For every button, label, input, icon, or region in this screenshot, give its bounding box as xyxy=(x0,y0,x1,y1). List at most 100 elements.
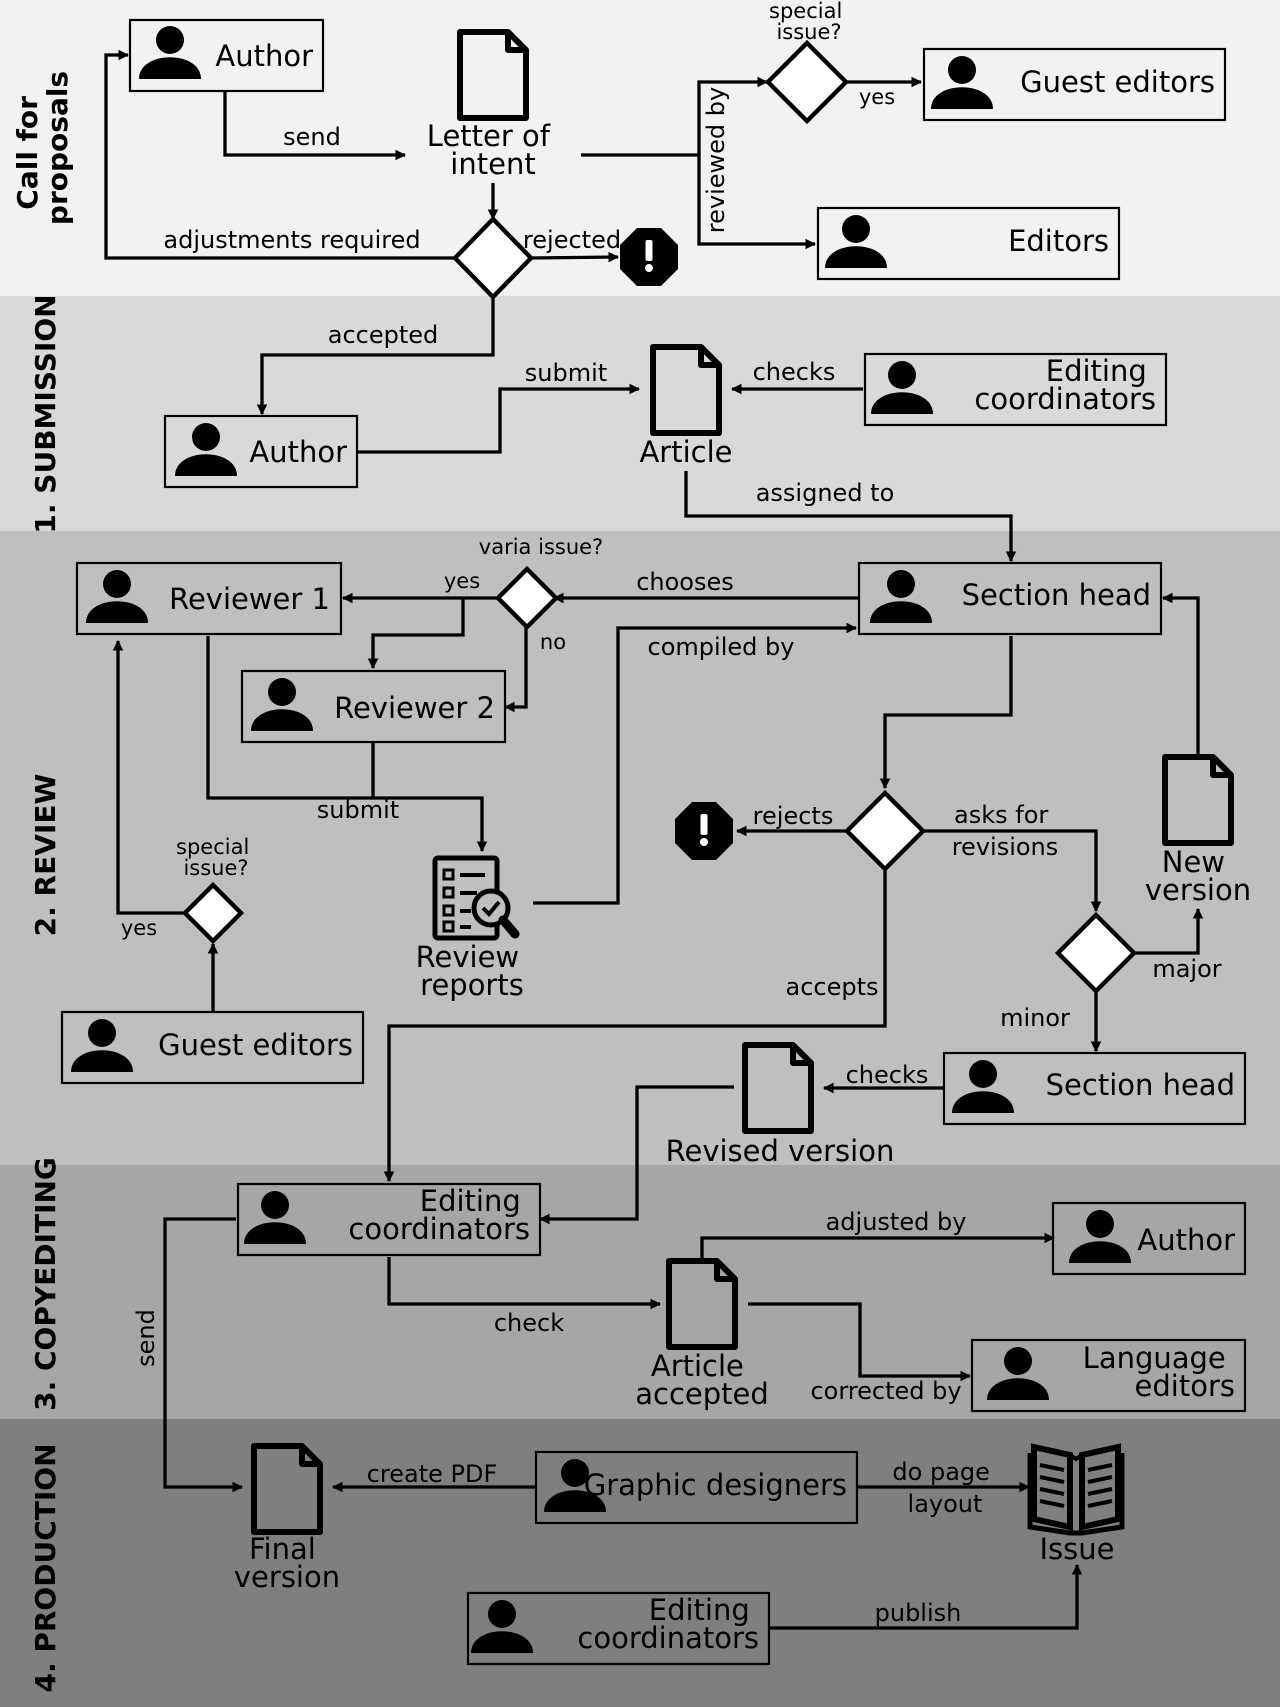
actor-label: Section head xyxy=(1046,1068,1235,1102)
actor-label: Guest editors xyxy=(1020,65,1215,99)
actor-guest-editors-review: Guest editors xyxy=(60,1010,365,1085)
actor-editors: Editors xyxy=(816,206,1121,281)
decision-label-special-issue-rev: special issue? xyxy=(176,835,256,880)
label-line: Editing xyxy=(649,1593,750,1627)
phase-label-copyediting: 3. COPYEDITING xyxy=(29,1157,62,1411)
edge-label-yes-varia: yes xyxy=(444,569,480,593)
label-line: coordinators xyxy=(974,382,1156,416)
actor-label: Language editors xyxy=(1083,1341,1235,1403)
phase-label-cfp-line1: Call for xyxy=(11,96,44,210)
edge-label-accepts: accepts xyxy=(785,973,878,1001)
edge-new-version-up xyxy=(1161,592,1200,757)
decision-letter-review xyxy=(451,215,535,301)
doc-label: Revised version xyxy=(666,1134,895,1168)
edge-label-rejects: rejects xyxy=(753,802,834,830)
edge-varia-yes-r2 xyxy=(367,598,465,670)
actor-editing-coordinators-copyediting: Editing coordinators xyxy=(236,1182,542,1257)
actor-label: Editors xyxy=(1008,224,1109,258)
actor-reviewer-2: Reviewer 2 xyxy=(240,669,507,744)
doc-label: New version xyxy=(1145,845,1251,907)
edge-varia-no xyxy=(503,622,528,713)
label-line: Final xyxy=(249,1532,316,1566)
edge-label-minor: minor xyxy=(1000,1004,1070,1032)
actor-label: Guest editors xyxy=(158,1028,353,1062)
label-line: editors xyxy=(1135,1369,1235,1403)
label-line: Article xyxy=(651,1349,744,1383)
doc-new-version: New version xyxy=(1145,757,1251,907)
label-line: reports xyxy=(420,968,524,1002)
actor-label: Graphic designers xyxy=(584,1468,847,1502)
label-line: Review xyxy=(416,940,519,974)
label-line: Language xyxy=(1083,1341,1226,1375)
doc-label: Letter of intent xyxy=(427,119,559,181)
doc-label: Article accepted xyxy=(635,1349,769,1411)
edge-label-corrected-by: corrected by xyxy=(810,1377,961,1405)
edge-author-submit xyxy=(358,383,641,454)
edge-label-yes-special: yes xyxy=(121,916,157,940)
label-line: Editing xyxy=(420,1184,521,1218)
edge-publish xyxy=(770,1563,1083,1630)
edge-author-send-letter xyxy=(223,92,407,161)
edge-label-submit-reviews: submit xyxy=(317,796,399,824)
actor-label: Reviewer 1 xyxy=(169,582,330,616)
edge-label-send: send xyxy=(283,123,341,151)
edge-sectionhead-decision xyxy=(879,636,1013,790)
actor-section-head-2: Section head xyxy=(942,1051,1247,1126)
label-line: asks for xyxy=(954,801,1048,829)
edge-accepted xyxy=(256,296,495,416)
label-line: version xyxy=(234,1560,340,1594)
actor-author-submission: Author xyxy=(163,414,359,489)
edge-adjustments-required xyxy=(104,49,455,260)
edge-label-submit: submit xyxy=(525,359,607,387)
actor-graphic-designers: Graphic designers xyxy=(534,1450,859,1525)
edges xyxy=(104,49,1204,1630)
edge-adjusted-by xyxy=(700,1232,1056,1261)
actor-reviewer-1: Reviewer 1 xyxy=(75,561,343,636)
doc-label: Review reports xyxy=(416,940,529,1002)
doc-letter-of-intent: Letter of intent xyxy=(427,32,559,181)
label-line: New xyxy=(1162,845,1225,879)
edge-label-publish: publish xyxy=(875,1599,962,1627)
phase-band-copyediting xyxy=(0,1165,1280,1419)
edge-label-adjusted-by: adjusted by xyxy=(826,1208,967,1236)
edge-label-no: no xyxy=(540,630,566,654)
doc-issue: Issue xyxy=(1027,1443,1125,1566)
edge-revised-to-coord xyxy=(538,1085,734,1225)
decision-sectionhead xyxy=(843,789,927,873)
decision-label-varia-issue: varia issue? xyxy=(479,535,603,559)
edge-label-reviewed-by: reviewed by xyxy=(702,87,730,233)
label-line: special xyxy=(769,0,842,23)
rejected-alert-icon xyxy=(620,228,678,286)
actor-label: Editing coordinators xyxy=(348,1184,530,1246)
edge-assigned-to xyxy=(684,471,1017,563)
doc-label: Article xyxy=(639,435,732,469)
edge-special-yes-r1 xyxy=(112,639,185,915)
actor-label: Editing coordinators xyxy=(974,354,1156,416)
label-line: Letter of xyxy=(427,119,551,153)
doc-article-accepted: Article accepted xyxy=(635,1261,769,1411)
edge-label-check: check xyxy=(494,1309,564,1337)
label-line: issue? xyxy=(183,856,248,880)
label-line: issue? xyxy=(776,20,841,44)
phase-label-cfp-line2: proposals xyxy=(41,71,74,225)
edge-label-do-page-layout: do page layout xyxy=(892,1458,997,1518)
phase-label-cfp: Call for proposals xyxy=(11,71,74,225)
edge-accepts xyxy=(383,871,887,1183)
label-line: coordinators xyxy=(348,1212,530,1246)
edge-asks-revisions xyxy=(923,829,1102,913)
edge-major xyxy=(1134,907,1204,955)
phase-label-submission: 1. SUBMISSION xyxy=(29,294,62,533)
edge-label-create-pdf: create PDF xyxy=(367,1460,498,1488)
edge-label-compiled-by: compiled by xyxy=(648,633,795,661)
label-line: Editing xyxy=(1046,354,1147,388)
edge-label-checks-revised: checks xyxy=(846,1061,929,1089)
doc-final-version: Final version xyxy=(234,1446,340,1594)
edge-rejected xyxy=(530,251,620,263)
actor-language-editors: Language editors xyxy=(970,1338,1247,1413)
edge-corrected-by xyxy=(748,1302,972,1382)
actor-label: Author xyxy=(215,39,313,73)
phase-label-review: 2. REVIEW xyxy=(29,774,62,937)
decision-varia-issue xyxy=(494,565,560,631)
doc-review-reports: Review reports xyxy=(416,855,529,1002)
